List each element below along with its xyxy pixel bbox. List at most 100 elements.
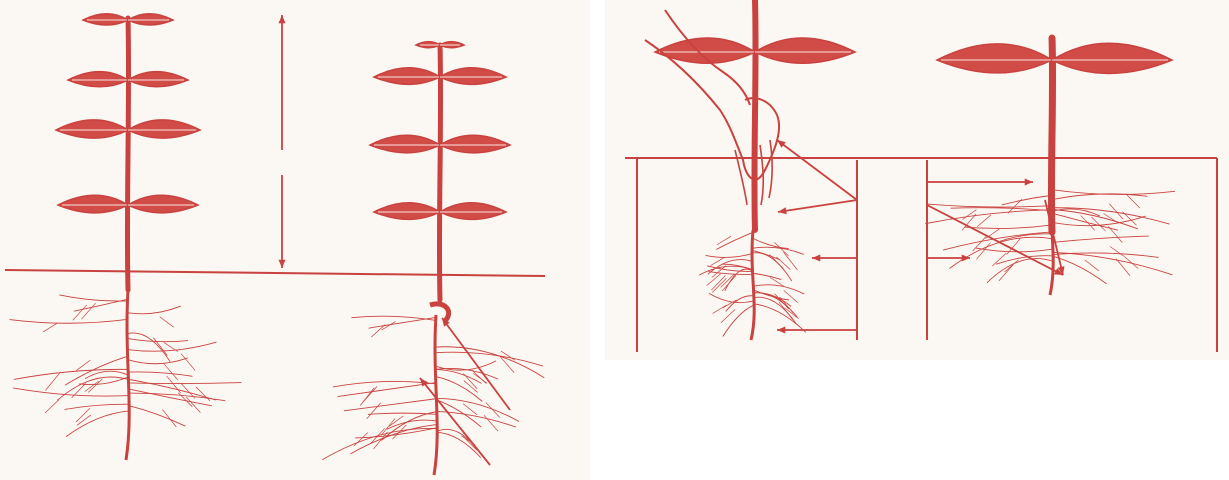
- lateral-root: [128, 405, 185, 426]
- lateral-root: [436, 429, 478, 450]
- root-hair: [1104, 213, 1118, 222]
- root-hair: [977, 215, 991, 227]
- root-hair: [160, 317, 174, 327]
- root-hair: [153, 338, 167, 356]
- root-hair: [389, 416, 403, 426]
- root-hair: [77, 415, 91, 425]
- lateral-root: [1052, 236, 1149, 242]
- ground-line: [5, 270, 545, 276]
- lateral-root: [926, 204, 1052, 207]
- root-hair: [45, 400, 59, 413]
- root-hair: [463, 373, 477, 389]
- root-hair: [486, 402, 500, 417]
- lateral-root: [1052, 209, 1138, 228]
- root-hair: [1110, 246, 1124, 256]
- root-hair: [722, 275, 736, 291]
- root-hair: [162, 409, 176, 427]
- lateral-root: [1052, 253, 1159, 257]
- root-hair: [360, 388, 374, 406]
- lateral-root: [1052, 252, 1172, 274]
- root-hair: [181, 354, 195, 371]
- seedling-transplanted: [322, 42, 544, 475]
- root-hair: [711, 275, 725, 290]
- leaf-left-1: [68, 72, 128, 87]
- root-hair: [186, 397, 200, 412]
- lateral-root: [333, 381, 436, 387]
- lateral-root: [128, 306, 181, 314]
- pointer-arrow-f: [927, 254, 970, 261]
- root-hair: [992, 253, 1006, 266]
- arrow-shaft: [927, 205, 1063, 275]
- lateral-root: [128, 393, 225, 401]
- left-illustration: [0, 0, 590, 480]
- pointer-arrow-root: [420, 378, 490, 465]
- seedling-transplanted-stem: [439, 45, 440, 300]
- arrow-shaft: [420, 378, 490, 465]
- pointer-arrow-g: [927, 205, 1063, 275]
- left-panel: [0, 0, 590, 480]
- lateral-root: [387, 420, 436, 429]
- lateral-root: [338, 383, 436, 397]
- root-hair: [1108, 226, 1122, 242]
- leaf-right-1: [128, 72, 188, 87]
- root-hair: [167, 376, 181, 393]
- pointer-arrow-e: [927, 178, 1033, 185]
- right-illustration: [605, 0, 1229, 360]
- root-hair: [196, 387, 210, 401]
- lateral-root: [128, 333, 170, 362]
- lateral-root: [753, 273, 781, 279]
- lateral-root: [128, 358, 188, 364]
- leaf-right-1: [440, 68, 506, 85]
- arrow-head: [812, 254, 820, 261]
- lateral-root: [128, 372, 192, 376]
- lateral-root: [706, 253, 753, 257]
- seedling-hand-roots: [699, 230, 806, 340]
- lateral-root: [1052, 208, 1169, 224]
- leaf-right-2: [440, 135, 510, 153]
- arrow-shaft: [777, 140, 857, 200]
- lateral-root: [709, 293, 753, 302]
- leaf-left-3: [374, 203, 440, 220]
- root-hair: [73, 305, 87, 320]
- root-hair: [76, 408, 90, 422]
- lateral-root: [66, 411, 128, 437]
- arrow-head: [778, 207, 787, 214]
- lateral-root: [322, 428, 436, 459]
- lateral-root: [1002, 195, 1052, 205]
- arrow-shaft: [778, 200, 857, 212]
- seedling-tall-stem: [127, 18, 128, 290]
- root-hair: [962, 210, 976, 220]
- leaf-right-2: [128, 120, 200, 138]
- lateral-root: [128, 342, 216, 351]
- arrow-head: [777, 326, 785, 333]
- root-hair: [85, 381, 99, 391]
- root-hair: [463, 404, 477, 415]
- arrow-head: [278, 260, 285, 268]
- root-hair: [1085, 260, 1099, 271]
- seedling-tall: [10, 14, 242, 460]
- root-hair: [81, 303, 95, 319]
- seedling-box-roots: [925, 175, 1175, 295]
- lateral-root: [716, 232, 753, 249]
- leaf-right: [755, 38, 855, 63]
- height-arrow-down: [278, 175, 285, 268]
- right-panel: [605, 0, 1229, 360]
- lateral-root: [1052, 213, 1118, 230]
- leaf-right-0: [128, 14, 173, 25]
- lateral-root: [436, 398, 519, 421]
- lateral-root: [59, 295, 128, 301]
- pointer-arrow-d: [777, 326, 857, 333]
- leaf-left-2: [56, 120, 128, 138]
- arrow-head: [278, 15, 285, 23]
- root-hair: [484, 415, 498, 431]
- seedling-hand-planting: [645, 0, 855, 340]
- lateral-root: [725, 269, 753, 291]
- lateral-root: [344, 399, 436, 411]
- lateral-root: [10, 319, 128, 323]
- leaf-left: [937, 44, 1052, 73]
- root-hair: [363, 387, 377, 403]
- root-hair: [985, 229, 999, 239]
- leaf-right-3: [440, 203, 506, 220]
- pointer-arrow-b: [777, 140, 857, 200]
